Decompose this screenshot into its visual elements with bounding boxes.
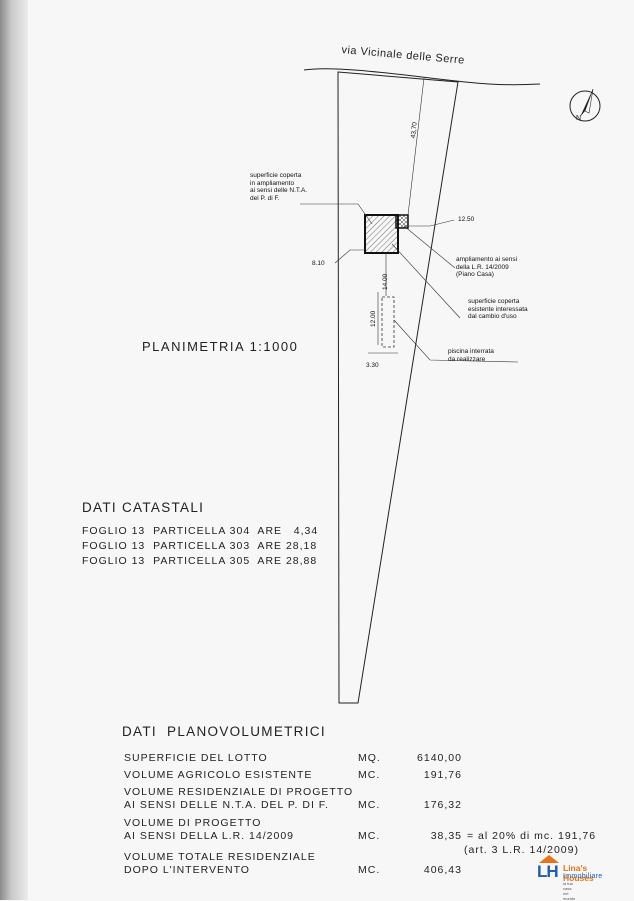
pv-label: AI SENSI DELLE N.T.A. DEL P. DI F.	[124, 799, 329, 811]
pv-value: 406,43	[423, 864, 462, 876]
pool	[381, 296, 395, 348]
road-line	[303, 68, 541, 86]
plan-title: PLANIMETRIA 1:1000	[142, 339, 299, 354]
lot-boundary	[337, 71, 459, 704]
north-arrow-icon: N	[569, 88, 601, 122]
dimension-label-12-50: 12.50	[458, 216, 475, 223]
dimension-label-14-00: 14.00	[382, 273, 389, 290]
logo-tagline: la tua casa nel mondo	[563, 881, 576, 901]
pv-note: = al 20% di mc. 191,76	[467, 830, 597, 842]
cadastral-row: FOGLIO 13 PARTICELLA 305 ARE 28,88	[82, 555, 318, 567]
pv-value: 176,32	[423, 799, 462, 811]
pv-value: 38,35	[430, 830, 462, 842]
pv-label: VOLUME RESIDENZIALE DI PROGETTO	[124, 786, 354, 798]
annotation-covered-area: superficie coperta in ampliamento ai sen…	[250, 172, 308, 202]
logo-name: Lina's Houses	[563, 863, 594, 883]
page-binding-shadow	[0, 0, 28, 900]
pv-label: VOLUME DI PROGETTO	[124, 817, 262, 829]
pv-label: VOLUME AGRICOLO ESISTENTE	[124, 769, 313, 781]
cadastral-row: FOGLIO 13 PARTICELLA 304 ARE 4,34	[82, 525, 319, 537]
svg-text:N: N	[576, 115, 581, 122]
pv-unit: MQ.	[358, 752, 381, 764]
pv-unit: MC.	[358, 864, 381, 876]
pv-unit: MC.	[358, 830, 381, 842]
house-roof-icon	[539, 855, 559, 863]
leader-covered-area	[300, 203, 373, 225]
agency-logo: LH Lina's Houses Immobiliare la tua casa…	[537, 855, 602, 901]
pv-unit: MC.	[358, 799, 381, 811]
cadastral-row: FOGLIO 13 PARTICELLA 303 ARE 28,18	[82, 540, 318, 552]
dimension-label-8-10: 8.10	[312, 260, 325, 267]
pv-label: SUPERFICIE DEL LOTTO	[124, 752, 268, 764]
logo-sub: Immobiliare	[563, 873, 603, 880]
logo-mark: LH	[537, 862, 559, 881]
dimension-line-43-70	[407, 77, 425, 216]
pv-value: 191,76	[423, 769, 462, 781]
pv-label: DOPO L'INTERVENTO	[124, 864, 250, 876]
leader-8-10	[334, 249, 365, 264]
pv-note: (art. 3 L.R. 14/2009)	[464, 844, 579, 856]
pv-label: AI SENSI DELLA L.R. 14/2009	[124, 830, 295, 842]
building-expansion	[395, 214, 409, 229]
pv-unit: MC.	[358, 769, 381, 781]
dimension-label-3-30: 3.30	[366, 362, 379, 369]
cadastral-title: DATI CATASTALI	[82, 500, 205, 515]
pv-label: VOLUME TOTALE RESIDENZIALE	[124, 851, 316, 863]
leader-12-50	[404, 219, 455, 227]
annotation-expansion: ampliamento ai sensi della L.R. 14/2009 …	[456, 256, 518, 278]
pv-value: 6140,00	[417, 752, 462, 764]
building-existing	[364, 214, 399, 254]
leader-expansion	[403, 225, 456, 269]
leader-existing	[391, 243, 461, 319]
dimension-label-12-00: 12.00	[370, 310, 377, 327]
planovolumetric-title: DATI PLANOVOLUMETRICI	[122, 724, 326, 739]
leader-pool	[393, 319, 519, 363]
annotation-existing: superficie coperta esistente interessata…	[468, 298, 528, 320]
annotation-pool: piscina interrata da realizzare	[448, 348, 494, 363]
